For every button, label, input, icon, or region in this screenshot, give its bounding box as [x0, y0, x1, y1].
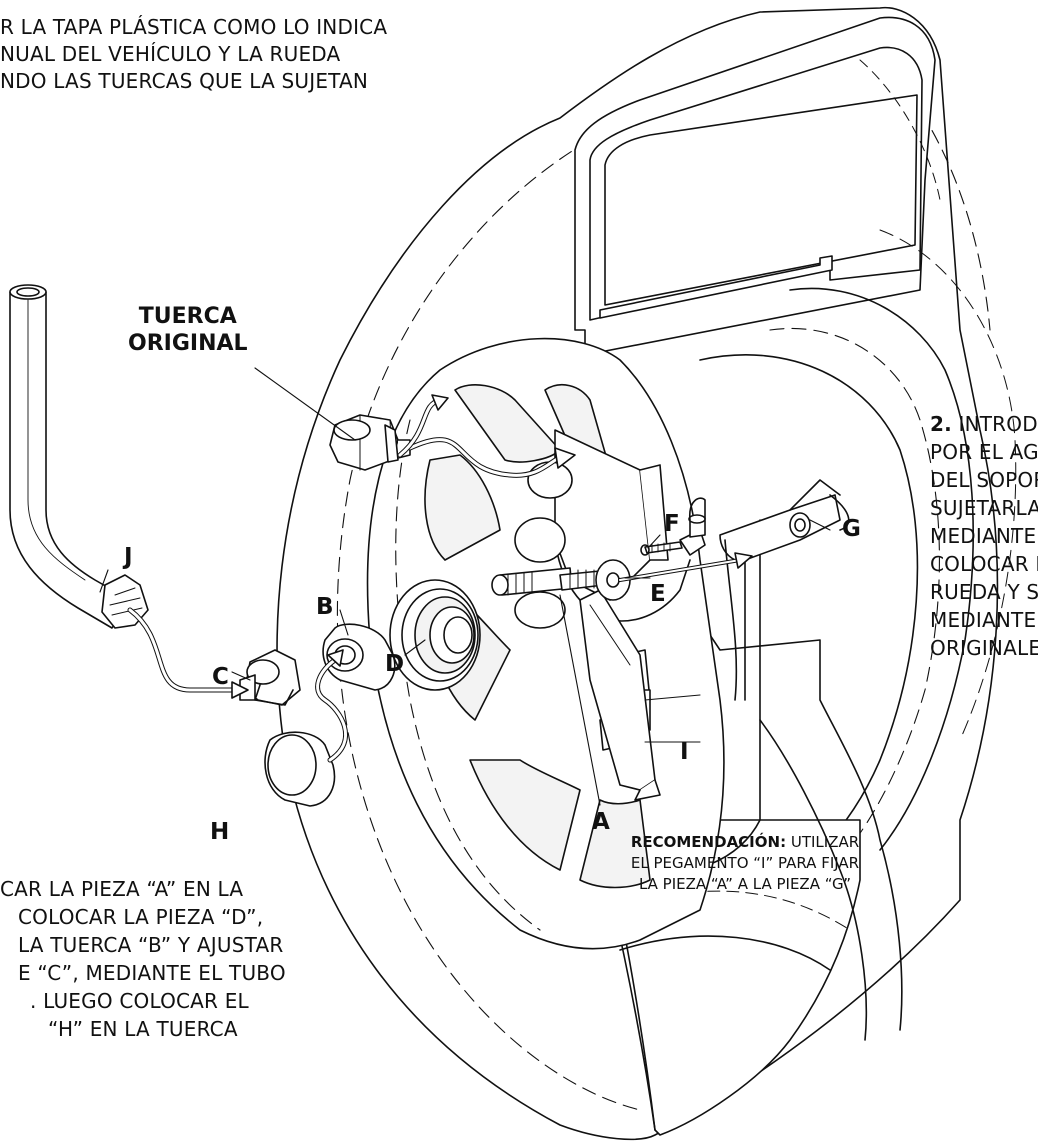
callout-j: J — [124, 544, 133, 570]
callout-b: B — [316, 594, 334, 620]
hub-ring-icon — [389, 579, 481, 691]
stud-icon — [688, 497, 706, 538]
instruction-line: CAR LA PIEZA “A” EN LA — [0, 877, 244, 901]
instruction-line: COLOCAR N — [930, 552, 1038, 576]
instruction-line: “H” EN LA TUERCA — [48, 1017, 238, 1041]
cap-icon — [264, 731, 336, 807]
callout-line: ORIGINAL — [128, 331, 248, 356]
callout-original-nut: TUERCA ORIGINAL — [128, 303, 248, 357]
leader-lines — [99, 367, 831, 806]
arrow-icon — [127, 607, 249, 699]
instruction-line: LA TUERCA “B” Y AJUSTAR — [18, 933, 284, 957]
instruction-line: DEL SOPOR — [930, 468, 1038, 492]
callout-i: I — [680, 739, 689, 765]
callout-d: D — [385, 651, 405, 677]
recommendation-line: UTILIZAR — [790, 833, 860, 851]
instruction-line: RUEDA Y SU — [930, 580, 1038, 604]
instruction-line: MEDIANTE — [930, 524, 1037, 548]
callout-a: A — [592, 809, 610, 835]
instruction-line: . LUEGO COLOCAR EL — [30, 989, 249, 1013]
instruction-line: SUJETARLA — [930, 496, 1038, 520]
instruction-line: POR EL AGU — [930, 440, 1038, 464]
arrow-icon — [397, 394, 576, 478]
callout-g: G — [842, 516, 861, 542]
instruction-line: INTRODU — [958, 412, 1038, 436]
arrow-icon — [618, 552, 753, 582]
instruction-bottom: CAR LA PIEZA “A” EN LA COLOCAR LA PIEZA … — [0, 875, 286, 1043]
callout-e: E — [650, 581, 666, 607]
callout-line: TUERCA — [138, 304, 237, 329]
recommendation-label: RECOMENDACIÓN: — [630, 833, 787, 851]
recommendation-line: LA PIEZA “A” A LA PIEZA “G” — [638, 875, 852, 893]
recommendation-line: EL PEGAMENTO “I” PARA FIJAR — [630, 854, 860, 872]
callout-c: C — [212, 664, 229, 690]
step-number: 2. — [930, 412, 952, 436]
instruction-line: NUAL DEL VEHÍCULO Y LA RUEDA — [0, 42, 341, 66]
arrow-icon — [315, 649, 349, 763]
instruction-line: MEDIANTE — [930, 608, 1037, 632]
instruction-line: COLOCAR LA PIEZA “D”, — [18, 905, 264, 929]
instruction-top: R LA TAPA PLÁSTICA COMO LO INDICA NUAL D… — [0, 14, 387, 95]
instruction-line: NDO LAS TUERCAS QUE LA SUJETAN — [0, 69, 369, 93]
bolt-icon — [491, 517, 613, 629]
instruction-line: E “C”, MEDIANTE EL TUBO — [18, 961, 286, 985]
instruction-line: R LA TAPA PLÁSTICA COMO LO INDICA — [0, 15, 388, 39]
callout-f: F — [664, 511, 680, 537]
nut-icon — [239, 649, 301, 706]
tire-section-top — [574, 16, 941, 356]
callout-h: H — [210, 819, 230, 845]
washer-icon — [595, 559, 631, 601]
instruction-line: ORIGINALES — [930, 636, 1038, 660]
instruction-step2: 2. INTRODU POR EL AGU DEL SOPOR SUJETARL… — [930, 410, 1038, 662]
recommendation-note: RECOMENDACIÓN: UTILIZAR EL PEGAMENTO “I”… — [625, 832, 865, 895]
original-nut-icon — [329, 414, 411, 471]
glue-tube-icon — [579, 589, 661, 801]
